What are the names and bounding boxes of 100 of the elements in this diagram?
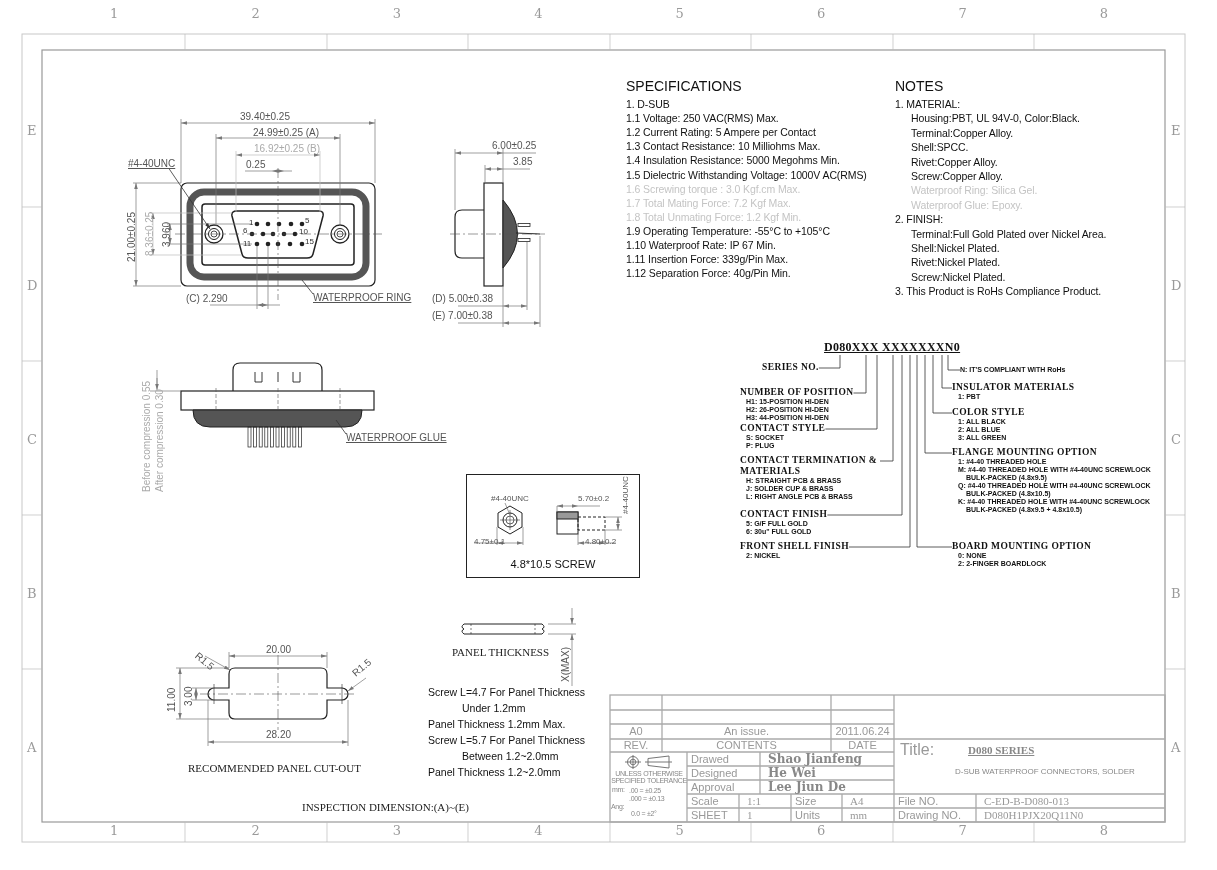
leader-line xyxy=(301,279,314,295)
title-block-text: A4 xyxy=(849,794,865,808)
grid-reference: 2 xyxy=(251,7,260,21)
leader-line xyxy=(853,354,867,394)
view-caption: INSPECTION DIMENSION:(A)~(E) xyxy=(302,801,469,814)
note-line: Screw L=4.7 For Panel Thickness Under 1.2mm xyxy=(428,685,587,716)
grid-reference: B xyxy=(1171,587,1181,601)
field-heading: SERIES NO. xyxy=(762,362,819,373)
field-heading: CONTACT FINISH xyxy=(740,509,828,520)
title-block-text: Title: xyxy=(900,741,935,759)
dimension-value: 0.25 xyxy=(246,159,266,170)
spec-line: Shell:SPCC. xyxy=(911,141,969,155)
screw-detail-panel xyxy=(466,474,640,578)
title-block-text: DATE xyxy=(847,739,878,752)
spec-line: 2. FINISH: xyxy=(895,213,943,227)
leader-line xyxy=(924,354,953,454)
view-caption: RECOMMENDED PANEL CUT-OUT xyxy=(188,762,361,775)
dimension-value: #4-40UNC xyxy=(491,494,529,503)
field-heading: FLANGE MOUNTING OPTION xyxy=(952,447,1098,458)
spec-line: Terminal:Copper Alloy. xyxy=(911,126,1014,140)
dimension-value: 24.99±0.25 (A) xyxy=(253,127,320,138)
grid-reference: 6 xyxy=(817,7,826,21)
title-block-text: He Wei xyxy=(767,766,817,780)
spec-line: 1.6 Screwing torque : 3.0 Kgf.cm Max. xyxy=(626,182,801,196)
dimension-value: (D) 5.00±0.38 xyxy=(432,293,494,304)
spec-line: 1.2 Current Rating: 5 Ampere per Contact xyxy=(626,126,816,140)
spec-line: 1. D-SUB xyxy=(626,98,670,111)
title-block-text: Scale xyxy=(690,794,720,808)
spec-line: Rivet:Copper Alloy. xyxy=(911,155,998,169)
grid-reference: C xyxy=(1171,433,1181,447)
dimension-value: 3.960 xyxy=(161,221,172,247)
grid-reference: 7 xyxy=(958,7,967,21)
leader-line xyxy=(826,354,903,516)
title-block-text: Approval xyxy=(690,780,736,794)
spec-line: 1.11 Insertion Force: 339g/Pin Max. xyxy=(626,253,789,267)
title-block-text: Designed xyxy=(690,766,739,780)
note-line: Panel Thickness 1.2~2.0mm xyxy=(428,765,562,780)
title-block-text: CONTENTS xyxy=(715,739,778,752)
title-block-text: 2011.06.24 xyxy=(834,724,891,739)
spec-line: 1. MATERIAL: xyxy=(895,98,961,111)
dimension-value: #4-40UNC xyxy=(621,476,630,514)
spec-line: Waterproof Glue: Epoxy. xyxy=(911,198,1023,212)
pin-number: 10 xyxy=(299,228,308,236)
section-heading: NOTES xyxy=(895,78,944,94)
dimension-value: 4.75±0.1 xyxy=(474,537,506,546)
spec-line: 1.1 Voltage: 250 VAC(RMS) Max. xyxy=(626,112,779,126)
leader-line xyxy=(879,354,894,462)
grid-reference: 4 xyxy=(534,824,543,838)
note-line: Panel Thickness 1.2mm Max. xyxy=(428,717,567,732)
dimension-value: (E) 7.00±0.38 xyxy=(432,310,493,321)
view-caption: PANEL THICKNESS xyxy=(452,646,550,659)
dimension-value: 11.00 xyxy=(166,687,177,712)
field-heading: CONTACT STYLE xyxy=(740,423,826,434)
spec-line: 1.3 Contact Resistance: 10 Milliohms Max. xyxy=(626,140,821,154)
title-block-text: Drawing NO. xyxy=(897,808,962,822)
leader-line xyxy=(941,354,953,389)
leader-line xyxy=(947,354,961,371)
grid-reference: 1 xyxy=(110,824,119,838)
field-heading: BOARD MOUNTING OPTION xyxy=(952,541,1092,552)
title-block-text: mm xyxy=(849,808,869,822)
grid-reference: 2 xyxy=(251,824,260,838)
pin-number: 5 xyxy=(305,217,310,225)
leader-line xyxy=(824,354,878,430)
title-block-text: Size xyxy=(794,794,818,808)
leader-line xyxy=(848,354,911,548)
grid-reference: 8 xyxy=(1099,824,1109,838)
grid-reference: A xyxy=(1171,741,1181,755)
dimension-value: 20.00 xyxy=(266,644,292,655)
dimension-value: (C) 2.290 xyxy=(186,293,228,304)
grid-reference: 1 xyxy=(110,7,119,21)
leader-line xyxy=(916,354,953,548)
spec-line: 1.12 Separation Force: 40g/Pin Min. xyxy=(626,267,791,281)
title-block-text: 1:1 xyxy=(746,794,763,808)
spec-line: Housing:PBT, UL 94V-0, Color:Black. xyxy=(911,112,1080,126)
dimension-value: 8.36±0.25 xyxy=(144,211,155,256)
title-block-text: Drawed xyxy=(690,752,730,766)
title-block-text: Lee Jiun De xyxy=(767,780,847,794)
spec-line: Screw:Copper Alloy. xyxy=(911,170,1003,183)
spec-line: 1.10 Waterproof Rate: IP 67 Min. xyxy=(626,239,776,252)
spec-line: 1.8 Total Unmating Force: 1.2 Kgf Min. xyxy=(626,210,802,224)
dimension-value: 4.80±0.2 xyxy=(585,537,617,546)
grid-reference: D xyxy=(27,279,38,293)
field-heading: FRONT SHELL FINISH xyxy=(740,541,849,552)
title-block-text: An issue. xyxy=(722,724,771,739)
dimension-value: 6.00±0.25 xyxy=(492,140,537,151)
grid-reference: 5 xyxy=(675,7,684,21)
dimension-value: 3.85 xyxy=(513,156,533,167)
title-block-text: D080H1PJX20Q11N0 xyxy=(983,808,1085,822)
dimension-value: 3.00 xyxy=(183,686,194,706)
spec-line: Waterproof Ring: Silica Gel. xyxy=(911,184,1038,198)
spec-line: 1.9 Operating Temperature: -55°C to +105°C xyxy=(626,224,830,238)
pin-number: 15 xyxy=(305,238,314,246)
spec-line: Terminal:Full Gold Plated over Nickel Area. xyxy=(911,227,1107,241)
field-heading: NUMBER OF POSITION xyxy=(740,387,854,398)
title-block-text: REV. xyxy=(622,739,650,752)
grid-reference: E xyxy=(27,124,37,138)
title-block-text: D-SUB WATERPROOF CONNECTORS, SOLDER xyxy=(955,767,1135,777)
grid-reference: 3 xyxy=(392,824,402,838)
field-heading: CONTACT TERMINATION & MATERIALS xyxy=(740,455,879,477)
grid-reference: 8 xyxy=(1099,7,1109,21)
